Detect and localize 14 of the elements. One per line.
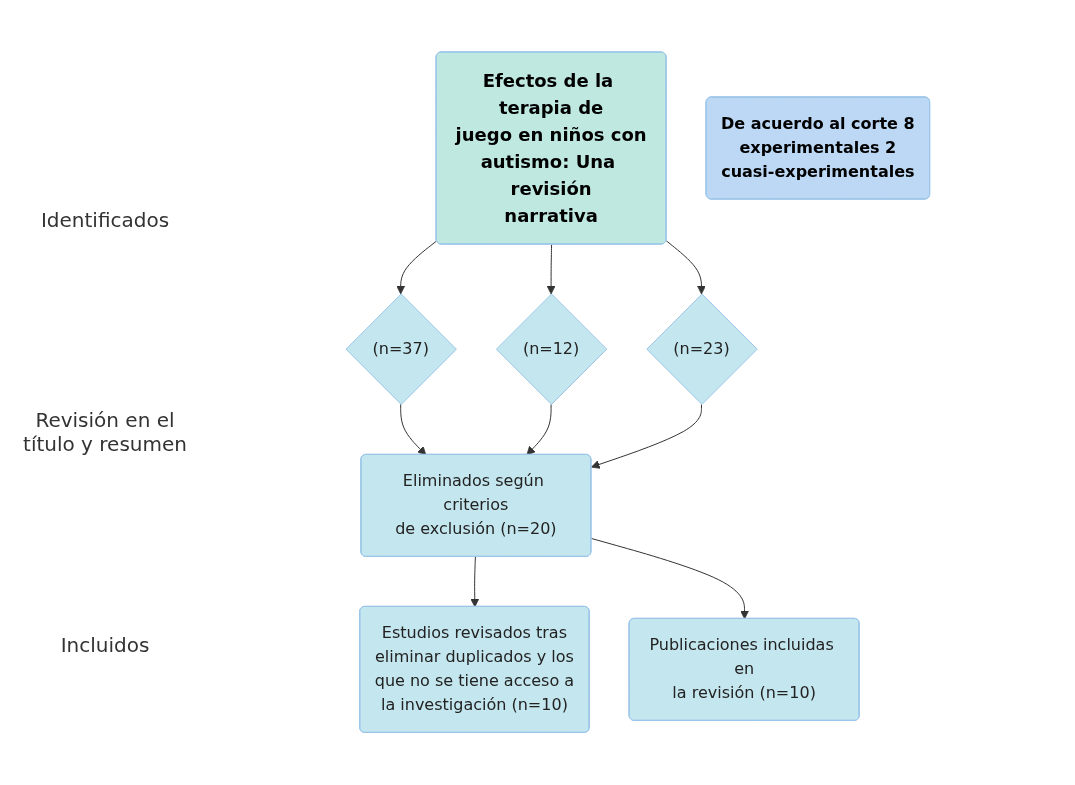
stage-label: Identificados — [39, 208, 171, 233]
node-diamond: (n=23) — [645, 293, 758, 406]
stage-label: Incluidos — [59, 632, 151, 657]
arrow — [526, 404, 552, 456]
arrow — [470, 556, 479, 608]
node-diamond: (n=12) — [495, 293, 607, 406]
node-diamond: (n=37) — [345, 293, 457, 406]
arrow — [665, 240, 706, 295]
arrow — [590, 404, 702, 470]
stage-label: Revisión en el título y resumen — [22, 408, 188, 457]
arrow — [546, 244, 556, 295]
arrow — [590, 538, 749, 620]
arrow — [399, 404, 426, 456]
arrow — [395, 240, 437, 295]
